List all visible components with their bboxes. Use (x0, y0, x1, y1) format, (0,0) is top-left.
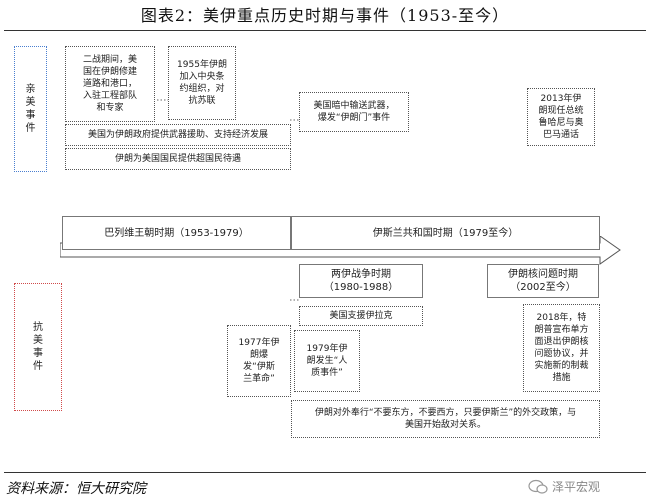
event-foreign-policy: 伊朗对外奉行“不要东方，不要西方，只要伊斯兰”的外交政策，与 美国开始敌对关系。 (291, 400, 600, 438)
event-wwii-us-infrastructure: 二战期间，美 国在伊朗修建 道路和港口， 入驻工程部队 和专家 (65, 46, 155, 122)
event-1979-hostage-crisis: 1979年伊 朗发生“人 质事件” (294, 330, 360, 392)
era-pahlavi: 巴列维王朝时期（1953-1979） (62, 216, 291, 250)
era-nuclear-issue: 伊朗核问题时期 （2002至今） (487, 264, 599, 298)
pro-us-label-text: 亲 美 事 件 (25, 84, 36, 134)
anti-us-label: 抗 美 事 件 (14, 283, 62, 411)
source-note: 资料来源：恒大研究院 (6, 481, 146, 497)
watermark: 泽平宏观 (528, 478, 600, 495)
footer-divider (4, 472, 646, 473)
event-iran-contra: 美国暗中输送武器， 爆发“伊朗门”事件 (299, 92, 409, 132)
wechat-icon (528, 479, 548, 494)
watermark-text: 泽平宏观 (552, 480, 601, 494)
event-extraterritorial-treatment: 伊朗为美国国民提供超国民待遇 (65, 148, 291, 170)
title-divider (4, 30, 646, 31)
event-1955-cento: 1955年伊朗 加入中央条 约组织，对 抗苏联 (168, 46, 236, 120)
event-us-support-iraq: 美国支援伊拉克 (299, 306, 423, 326)
era-iran-iraq-war: 两伊战争时期 （1980-1988） (299, 264, 423, 298)
event-2018-withdrawal: 2018年，特 朗普宣布单方 面退出伊朗核 问题协议，并 实施新的制裁 措施 (523, 304, 600, 392)
era-islamic-republic: 伊斯兰共和国时期（1979至今） (291, 216, 600, 250)
event-us-arms-aid: 美国为伊朗政府提供武器援助、支持经济发展 (65, 124, 291, 146)
page-title: 图表2：美伊重点历史时期与事件（1953-至今） (140, 6, 510, 25)
event-2013-call: 2013年伊 朗现任总统 鲁哈尼与奥 巴马通话 (527, 88, 595, 146)
pro-us-label: 亲 美 事 件 (14, 46, 47, 172)
event-1977-revolution: 1977年伊 朗爆 发“伊斯 兰革命” (227, 325, 291, 397)
anti-us-label-text: 抗 美 事 件 (33, 322, 43, 372)
